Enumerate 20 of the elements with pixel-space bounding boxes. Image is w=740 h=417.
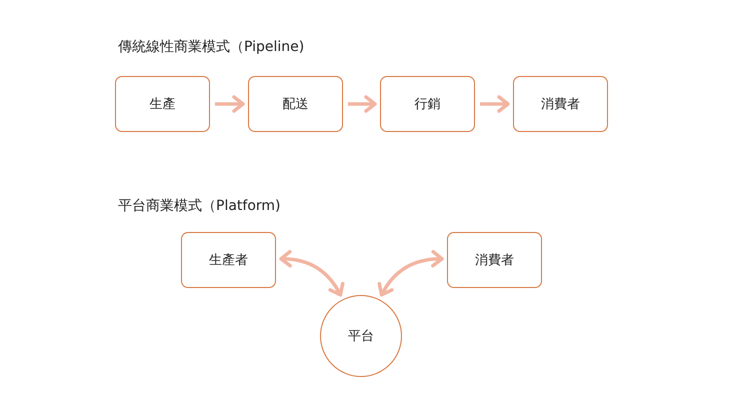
arrow [480, 95, 510, 113]
node-label: 平台 [348, 328, 374, 345]
node-label: 配送 [282, 96, 308, 113]
process-box [380, 76, 475, 132]
arrow [378, 250, 444, 297]
arrow [215, 95, 245, 113]
process-box [447, 232, 542, 288]
arrow [348, 95, 377, 113]
node-label: 生產者 [209, 252, 248, 269]
process-box [248, 76, 343, 132]
arrow [279, 250, 344, 297]
node-label: 生產 [150, 96, 176, 113]
node-label: 行銷 [414, 96, 440, 113]
node-label: 消費者 [475, 252, 514, 269]
section-heading: 傳統線性商業模式（Pipeline) [118, 38, 304, 56]
node-label: 消費者 [541, 96, 580, 113]
section-heading: 平台商業模式（Platform) [118, 197, 281, 215]
process-box [181, 232, 276, 288]
process-box [115, 76, 210, 132]
process-box [513, 76, 608, 132]
